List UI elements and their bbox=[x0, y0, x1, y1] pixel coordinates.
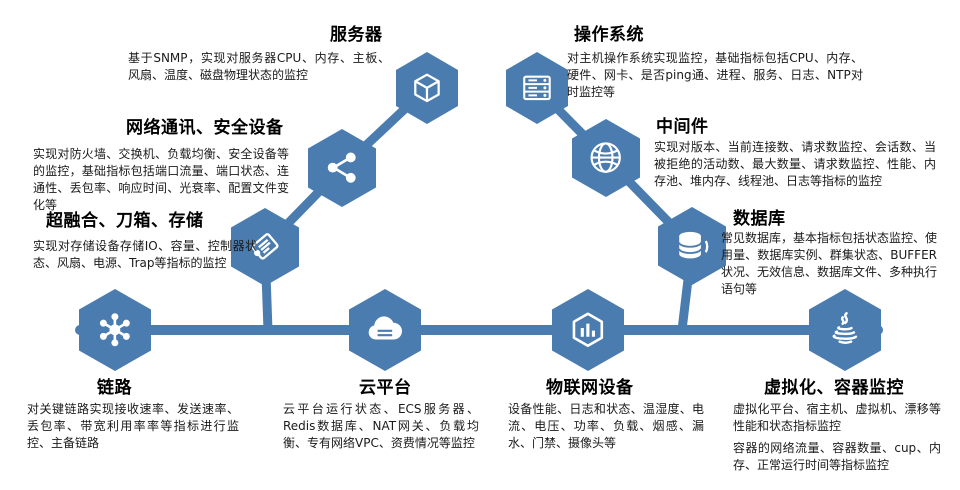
iot-title: 物联网设备 bbox=[546, 378, 634, 398]
network-hex-node bbox=[308, 129, 376, 207]
globe-icon bbox=[586, 135, 625, 180]
hub-icon bbox=[94, 306, 136, 354]
cube-icon bbox=[409, 67, 445, 109]
link-title: 链路 bbox=[97, 378, 132, 398]
hci-title: 超融合、刀箱、存储 bbox=[46, 211, 204, 231]
cloud-desc: 云平台运行状态、ECS服务器、Redis数据库、NAT网关、负载均衡、专有网络V… bbox=[283, 402, 479, 451]
server-desc: 基于SNMP，实现对服务器CPU、内存、主板、风扇、温度、磁盘物理状态的监控 bbox=[128, 51, 390, 83]
scroll-icon bbox=[245, 224, 284, 269]
database-title: 数据库 bbox=[733, 209, 786, 229]
right-branch-line bbox=[532, 83, 697, 335]
java-icon bbox=[824, 306, 866, 354]
os-title: 操作系统 bbox=[574, 25, 644, 45]
link-desc: 对关键链路实现接收速率、发送速率、丢包率、带宽利用率率等指标进行监控、主备链路 bbox=[27, 402, 239, 451]
server-rack-icon bbox=[519, 67, 555, 109]
cloud-title: 云平台 bbox=[359, 378, 412, 398]
middleware-title: 中间件 bbox=[656, 117, 709, 137]
server-hex-node bbox=[396, 52, 458, 124]
virtualization-desc-2: 容器的网络流量、容器数量、cup、内存、正常运行时间等指标监控 bbox=[733, 441, 941, 473]
database-desc: 常见数据库，基本指标包括状态监控、使用量、数据库实例、群集状态、BUFFER状况… bbox=[721, 231, 938, 297]
os-desc: 对主机操作系统实现监控，基础指标包括CPU、内存、硬件、网卡、是否ping通、进… bbox=[567, 51, 863, 100]
share-nodes-icon bbox=[322, 145, 361, 190]
database-icon bbox=[672, 223, 711, 268]
network-desc: 实现对防火墙、交换机、负载均衡、安全设备等的监控，基础指标包括端口流量、端口状态… bbox=[33, 147, 289, 213]
iot-desc: 设备性能、日志和状态、温湿度、电流、电压、功率、负载、烟感、漏水、门禁、摄像头等 bbox=[508, 402, 704, 451]
left-branch-line bbox=[260, 83, 432, 335]
cloud-icon bbox=[364, 306, 406, 354]
iot-box-icon bbox=[567, 306, 609, 354]
hci-desc: 实现对存储设备存储IO、容量、控制器状态、风扇、电源、Trap等指标的监控 bbox=[33, 239, 257, 271]
middleware-desc: 实现对版本、当前连接数、请求数监控、会话数、当被拒绝的活动数、最大数量、请求数监… bbox=[654, 140, 936, 189]
network-title: 网络通讯、安全设备 bbox=[126, 118, 284, 138]
virtualization-title: 虚拟化、容器监控 bbox=[764, 378, 904, 398]
server-title: 服务器 bbox=[330, 25, 383, 45]
virtualization-desc-1: 虚拟化平台、宿主机、虚拟机、漂移等性能和状态指标监控 bbox=[733, 402, 941, 434]
